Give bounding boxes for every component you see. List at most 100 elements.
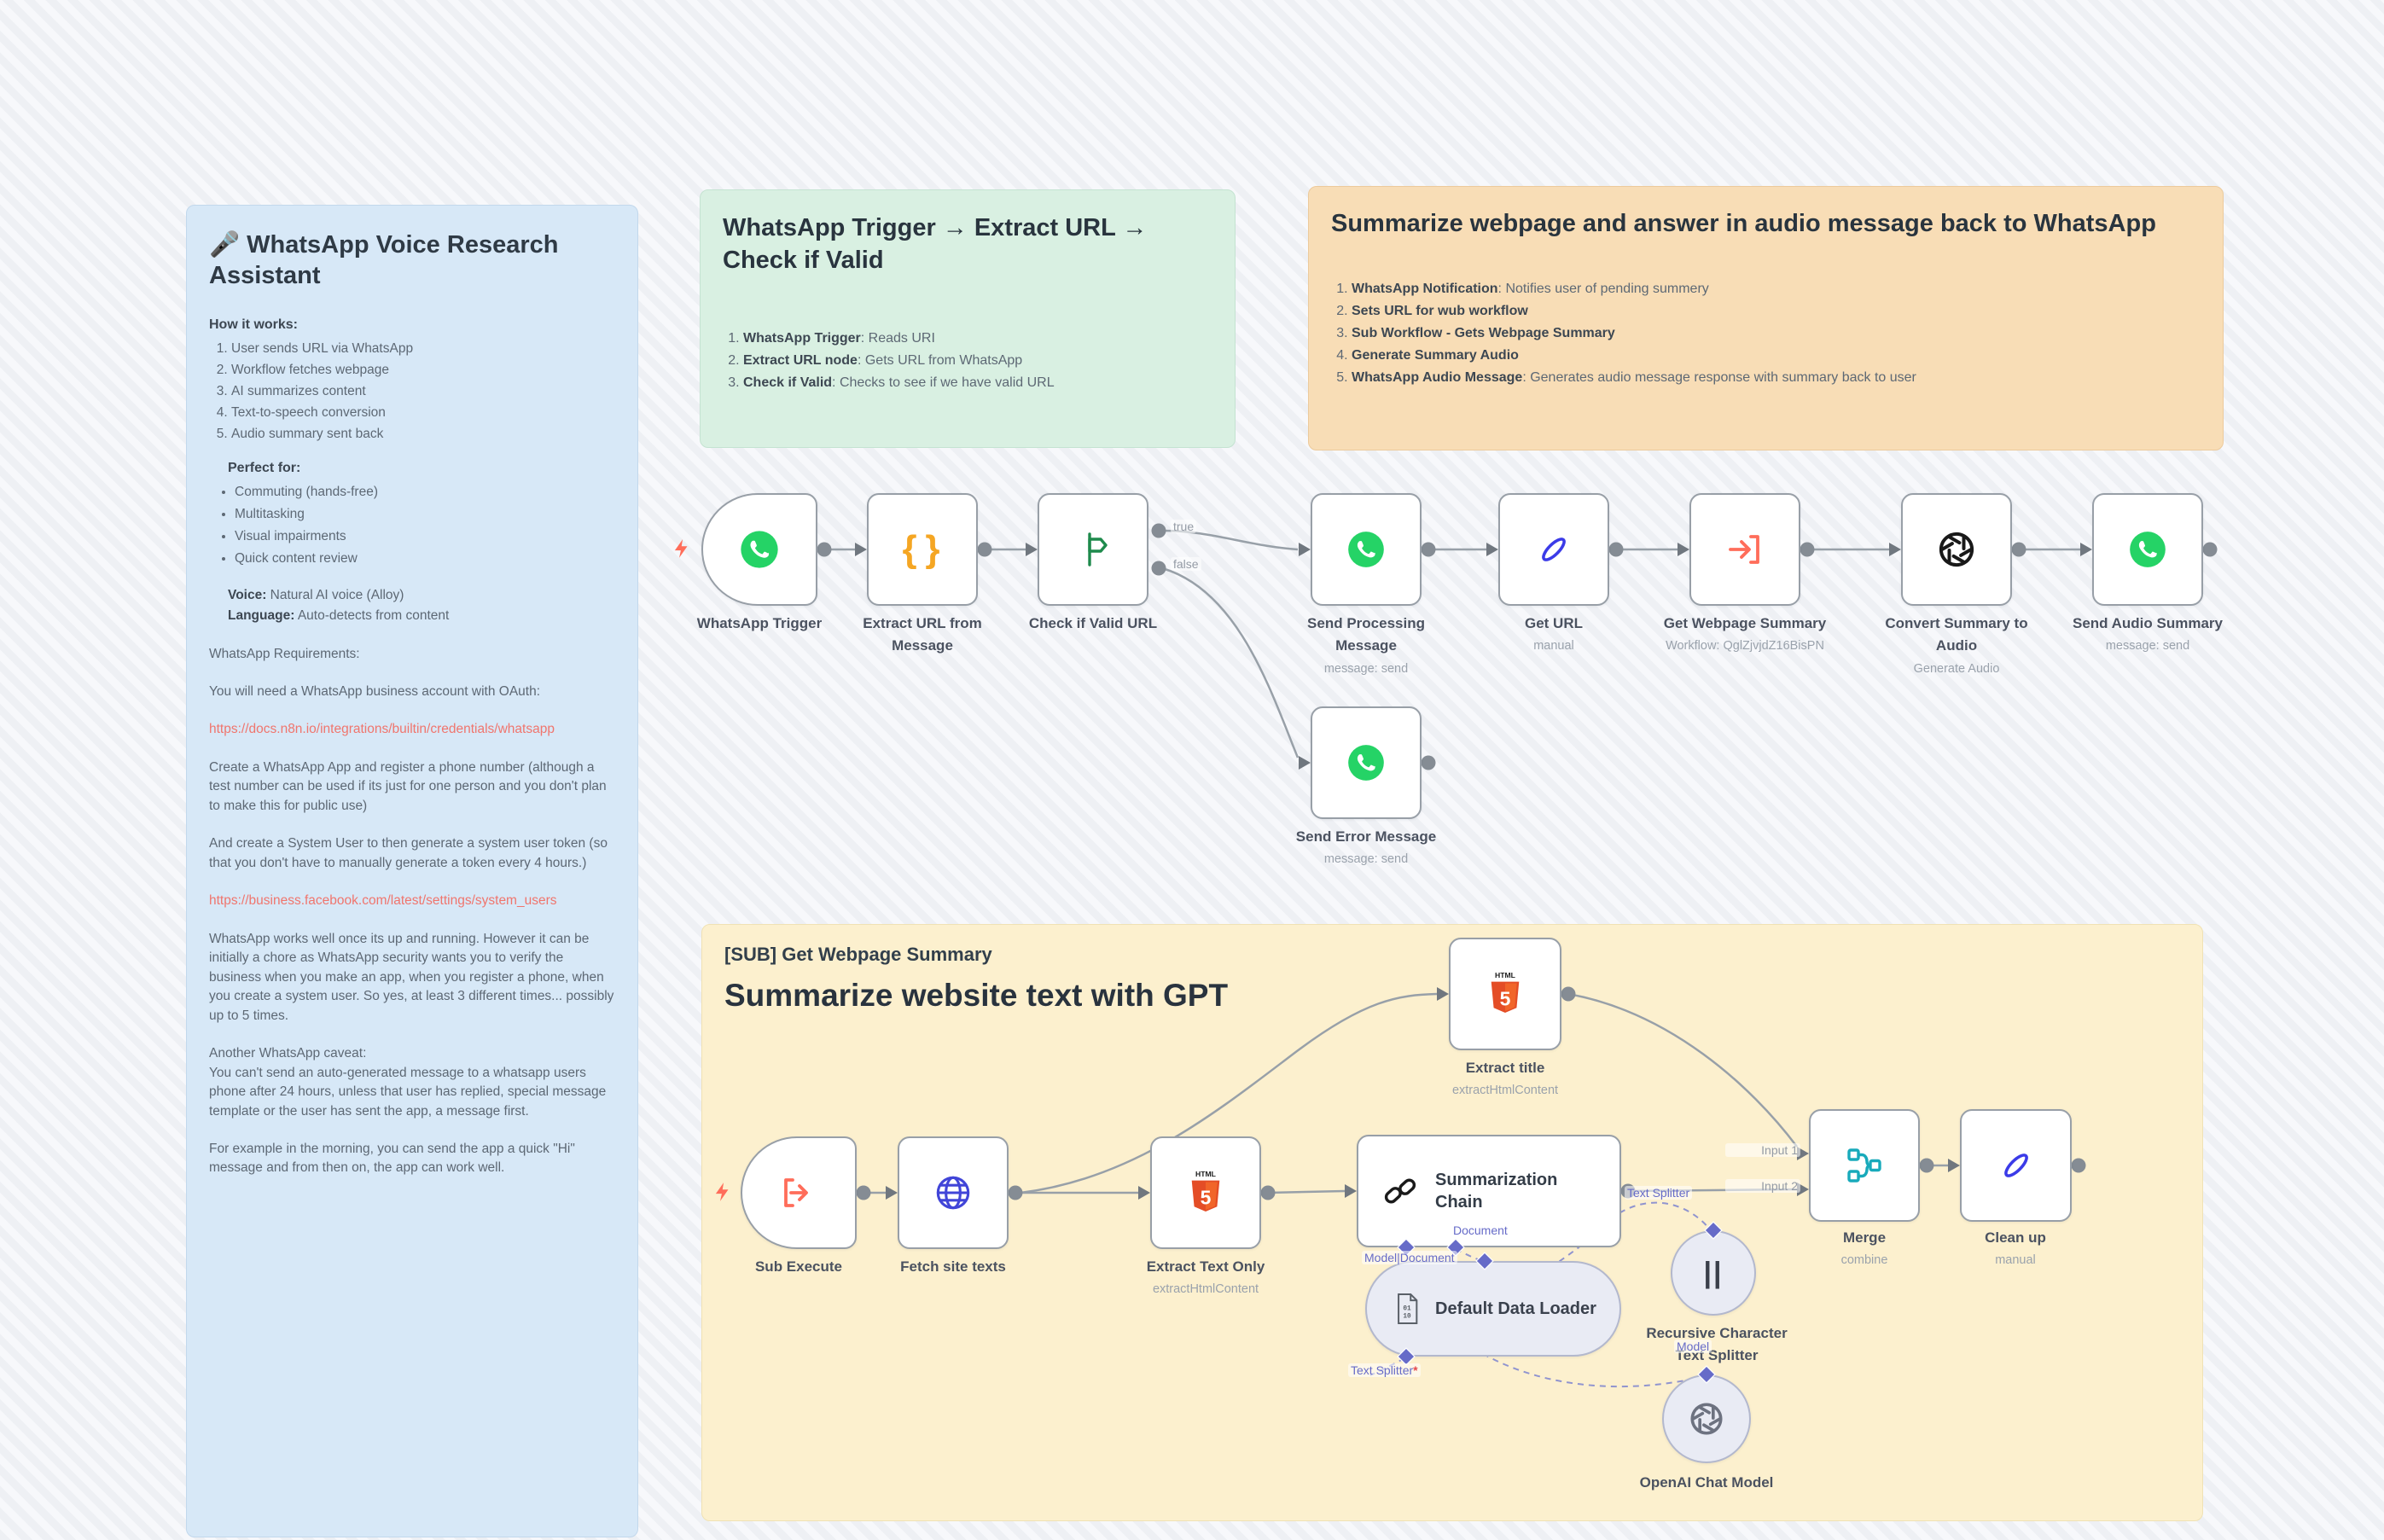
node-send-audio-summary[interactable] — [2092, 493, 2203, 606]
note-tag: [SUB] Get Webpage Summary — [724, 944, 992, 965]
note-text-block: How it works: — [209, 317, 299, 332]
node-label: Extract URL from Message — [863, 615, 982, 654]
note-list-item: Sets URL for wub workflow — [1352, 304, 2201, 319]
node-convert-summary-audio[interactable] — [1901, 493, 2012, 606]
node-label: Recursive Character Text Splitter — [1646, 1325, 1788, 1364]
node-clean-up[interactable] — [1960, 1109, 2072, 1222]
svg-text:10: 10 — [1403, 1314, 1411, 1321]
whatsapp-icon — [737, 527, 782, 572]
node-get-url[interactable] — [1498, 493, 1609, 606]
note-title: Summarize webpage and answer in audio me… — [1331, 210, 2156, 237]
node-label: Check if Valid URL — [1028, 615, 1158, 631]
whatsapp-icon — [1345, 528, 1387, 571]
output-label-false: false — [1171, 557, 1201, 571]
node-inline-label: Default Data Loader — [1435, 1299, 1596, 1318]
node-check-if-valid[interactable] — [1038, 493, 1148, 606]
port-label-document: Document — [1451, 1223, 1510, 1237]
connection-true-processing — [1161, 529, 1299, 551]
note-text-block: For example in the morning, you can send… — [209, 1141, 575, 1176]
svg-text:5: 5 — [1500, 987, 1511, 1009]
sticky-note-overview[interactable]: 🎤 WhatsApp Voice Research Assistant How … — [186, 205, 638, 1537]
node-whatsapp-trigger[interactable] — [701, 493, 817, 606]
note-text-block: Create a WhatsApp App and register a pho… — [209, 759, 607, 813]
note-list-item: WhatsApp Trigger: Reads URI — [743, 331, 1212, 346]
subworkflow-arrow-icon — [1724, 529, 1765, 570]
node-inline-label: Summarization Chain — [1435, 1171, 1558, 1212]
note-text-block: WhatsApp Requirements: — [209, 646, 360, 661]
node-extract-url[interactable]: { } — [867, 493, 978, 606]
note-list-item: Sub Workflow - Gets Webpage Summary — [1352, 326, 2201, 341]
node-label: Sub Execute — [754, 1258, 843, 1275]
whatsapp-icon — [1345, 741, 1387, 784]
port-label-text-splitter: Text Splitter — [1625, 1186, 1693, 1200]
trigger-bolt-icon — [712, 1179, 734, 1209]
sticky-note-trigger-section[interactable]: WhatsApp Trigger → Extract URL → Check i… — [700, 189, 1236, 448]
node-send-error-message[interactable] — [1311, 706, 1422, 819]
note-list-item: Extract URL node: Gets URL from WhatsApp — [743, 353, 1212, 369]
input-label-1: Input 1 — [1725, 1143, 1800, 1157]
note-text-block: You will need a WhatsApp business accoun… — [209, 684, 541, 699]
node-label: Fetch site texts — [900, 1258, 1006, 1275]
note-list: WhatsApp Notification: Notifies user of … — [1331, 282, 2201, 386]
note-title: 🎤 WhatsApp Voice Research Assistant — [209, 231, 559, 290]
port-label-text-splitter-required: Text Splitter* — [1348, 1363, 1421, 1377]
whatsapp-icon — [2126, 528, 2169, 571]
note-list-item: WhatsApp Notification: Notifies user of … — [1352, 282, 2201, 297]
double-bars-icon: || — [1703, 1257, 1724, 1289]
svg-text:HTML: HTML — [1495, 971, 1515, 979]
execute-workflow-trigger-icon — [778, 1172, 819, 1213]
port-label-model: Model — [1674, 1340, 1712, 1353]
node-get-webpage-summary[interactable] — [1689, 493, 1800, 606]
input-label-2: Input 2 — [1725, 1179, 1800, 1193]
note-text-block: Voice: Natural AI voice (Alloy)Language:… — [228, 587, 450, 623]
curly-braces-icon: { } — [902, 528, 943, 570]
note-list: WhatsApp Trigger: Reads URI Extract URL n… — [723, 331, 1212, 391]
node-label: WhatsApp Trigger — [696, 615, 823, 631]
note-text-block: Perfect for: — [228, 460, 301, 475]
note-text-block: WhatsApp works well once its up and runn… — [209, 931, 614, 1023]
node-label: OpenAI Chat Model — [1639, 1474, 1774, 1491]
note-title: WhatsApp Trigger → Extract URL → Check i… — [723, 214, 1148, 274]
node-extract-title[interactable]: HTML 5 — [1449, 938, 1561, 1050]
node-extract-text-only[interactable]: HTML 5 — [1150, 1136, 1261, 1249]
openai-icon — [1935, 528, 1978, 571]
note-list-item: WhatsApp Audio Message: Generates audio … — [1352, 370, 2201, 386]
openai-icon — [1687, 1399, 1726, 1438]
node-sub-execute[interactable] — [741, 1136, 857, 1249]
trigger-bolt-icon — [671, 536, 693, 566]
note-list-item: Generate Summary Audio — [1352, 348, 2201, 363]
connection-false-error — [1161, 567, 1300, 758]
sticky-note-summarize-section[interactable]: Summarize webpage and answer in audio me… — [1308, 186, 2224, 450]
svg-text:HTML: HTML — [1195, 1170, 1216, 1178]
pen-icon — [1533, 529, 1574, 570]
globe-icon — [932, 1171, 974, 1214]
note-text-block: Commuting (hands-free)MultitaskingVisual… — [209, 485, 615, 567]
html5-icon: HTML 5 — [1186, 1169, 1225, 1217]
note-link[interactable]: https://docs.n8n.io/integrations/builtin… — [209, 722, 555, 737]
node-recursive-text-splitter[interactable]: || — [1671, 1230, 1756, 1316]
svg-text:5: 5 — [1201, 1186, 1212, 1208]
if-signpost-icon — [1073, 529, 1114, 570]
node-send-processing-message[interactable] — [1311, 493, 1422, 606]
node-merge[interactable] — [1809, 1109, 1920, 1222]
pen-icon — [1996, 1145, 2037, 1186]
port-label-model-document: Model|Document — [1362, 1251, 1457, 1264]
note-text-block: And create a System User to then generat… — [209, 836, 608, 870]
chain-links-icon — [1381, 1171, 1420, 1211]
node-fetch-site-texts[interactable] — [898, 1136, 1009, 1249]
html5-icon: HTML 5 — [1486, 970, 1525, 1018]
output-label-true: true — [1171, 520, 1197, 533]
note-link[interactable]: https://business.facebook.com/latest/set… — [209, 893, 557, 909]
node-openai-chat-model[interactable] — [1662, 1374, 1751, 1463]
note-body: How it works:User sends URL via WhatsApp… — [209, 317, 615, 1178]
